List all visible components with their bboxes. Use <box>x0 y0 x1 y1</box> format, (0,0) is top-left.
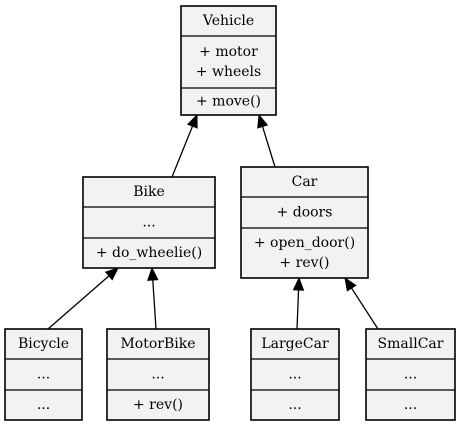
class-name: LargeCar <box>261 336 329 352</box>
class-name: MotorBike <box>120 336 195 352</box>
class-attribute: ... <box>404 367 417 383</box>
class-node-bicycle: Bicycle...... <box>4 328 83 421</box>
arrowhead-icon <box>186 113 198 129</box>
arrowhead-icon <box>257 113 269 129</box>
class-name: Bike <box>133 184 165 200</box>
inheritance-edge-smallcar-to-car <box>344 276 379 330</box>
class-node-car: Car + doors + open_door() + rev() <box>240 166 369 279</box>
inheritance-edge-bike-to-vehicle <box>171 113 198 178</box>
arrowhead-icon <box>344 276 357 292</box>
edge-line <box>47 275 110 330</box>
class-name: Car <box>292 174 318 190</box>
class-node-largecar: LargeCar...... <box>250 328 340 421</box>
class-method: + open_door() <box>254 235 355 251</box>
class-name: Bicycle <box>18 336 69 352</box>
class-method: + do_wheelie() <box>96 245 202 261</box>
inheritance-edge-largecar-to-car <box>292 276 305 330</box>
class-node-vehicle: Vehicle + motor + wheels + move() <box>180 5 277 116</box>
class-method: + move() <box>196 94 261 110</box>
class-method: + rev() <box>280 255 330 271</box>
class-method: ... <box>288 397 301 413</box>
class-box <box>250 328 340 421</box>
inheritance-edge-car-to-vehicle <box>257 113 276 168</box>
class-method: + rev() <box>133 397 183 413</box>
class-node-bike: Bike... + do_wheelie() <box>82 176 216 269</box>
edge-line <box>171 125 194 178</box>
class-method: ... <box>404 397 417 413</box>
edge-line <box>261 126 276 168</box>
class-attribute: + wheels <box>196 64 261 80</box>
inheritance-edge-bicycle-to-bike <box>47 267 119 330</box>
class-attribute: + motor <box>199 44 258 60</box>
class-attribute: ... <box>37 367 50 383</box>
class-box <box>82 176 216 269</box>
class-box <box>240 166 369 279</box>
class-node-motorbike: MotorBike... + rev() <box>106 328 210 421</box>
inheritance-edge-motorbike-to-bike <box>147 266 159 330</box>
class-name: Vehicle <box>202 13 254 29</box>
edge-line <box>152 279 157 330</box>
class-box <box>106 328 210 421</box>
class-box <box>180 5 277 116</box>
class-attribute: + doors <box>277 205 333 221</box>
arrowhead-icon <box>147 266 159 281</box>
class-node-smallcar: SmallCar...... <box>365 328 456 421</box>
inheritance-edges <box>47 113 379 330</box>
class-method: ... <box>37 397 50 413</box>
arrowhead-icon <box>292 276 305 291</box>
class-box <box>4 328 83 421</box>
class-attribute: ... <box>142 215 155 231</box>
class-nodes: Vehicle + motor + wheels + move() Bike... + d… <box>4 5 456 421</box>
edge-line <box>350 287 379 330</box>
class-name: SmallCar <box>378 336 444 352</box>
class-box <box>365 328 456 421</box>
class-attribute: ... <box>288 367 301 383</box>
edge-line <box>296 289 300 330</box>
class-attribute: ... <box>151 367 164 383</box>
arrowhead-icon <box>104 267 119 281</box>
